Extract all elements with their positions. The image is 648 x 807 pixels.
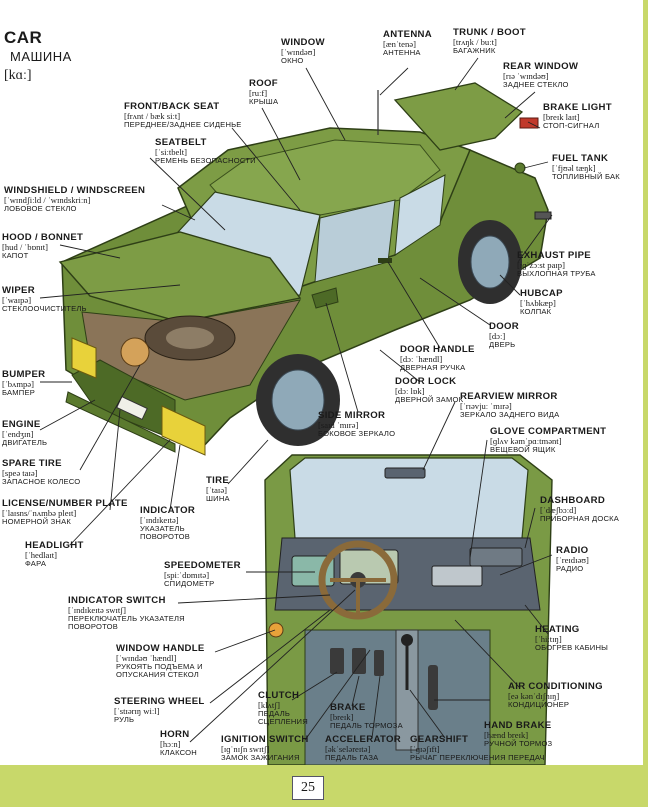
page-number: 25 [292,776,324,800]
label-antenna: ANTENNA[ænˈtenə]АНТЕННА [383,29,433,58]
label-rear-window: REAR WINDOW[rɪə ˈwɪndəʊ]ЗАДНЕЕ СТЕКЛО [503,61,579,90]
label-ignition-switch: IGNITION SWITCH[ɪɡˈnɪʃn swɪtʃ]ЗАМОК ЗАЖИ… [221,734,309,763]
label-heating: HEATING[ˈhiːtɪŋ]ОБОГРЕВ КАБИНЫ [535,624,609,653]
label-license-plate: LICENSE/NUMBER PLATE[ˈlaɪsns/ˈnʌmbə pleɪ… [2,498,128,527]
page-title-ru: МАШИНА [10,49,72,64]
label-headlight: HEADLIGHT[ˈhedlaɪt]ФАРА [25,540,84,569]
label-dashboard: DASHBOARD[ˈdæʃbɔːd]ПРИБОРНАЯ ДОСКА [540,495,620,524]
label-glove-compartment: GLOVE COMPARTMENT[ɡlʌv kəmˈpɑːtmənt]ВЕЩЕ… [490,426,607,455]
label-rearview-mirror: REARVIEW MIRROR[ˈrɪəvjuː ˈmɪrə]ЗЕРКАЛО З… [460,391,560,420]
page-title: CAR [4,28,43,47]
page-title-block: CAR МАШИНА [kɑː] [4,28,112,84]
label-spare-tire: SPARE TIRE[speə taɪə]ЗАПАСНОЕ КОЛЕСО [2,458,81,487]
label-hand-brake: HAND BRAKE[hænd breɪk]РУЧНОЙ ТОРМОЗ [484,720,553,749]
label-steering-wheel: STEERING WHEEL[ˈstɪərɪŋ wiːl]РУЛЬ [114,696,205,725]
label-hood: HOOD / BONNET[hud / ˈbɒnɪt]КАПОТ [2,232,84,261]
label-side-mirror: SIDE MIRROR[saɪd ˈmɪrə]БОКОВОЕ ЗЕРКАЛО [318,410,396,439]
car-illustration [39,57,553,765]
label-radio: RADIO[ˈreɪdɪəʊ]РАДИО [556,545,589,574]
label-horn: HORN[hɔːn]КЛАКСОН [160,729,197,758]
label-door-lock: DOOR LOCK[dɔː lɒk]ДВЕРНОЙ ЗАМОК [395,376,464,405]
leader-lines [39,57,553,743]
label-window-handle: WINDOW HANDLE[ˈwɪndəʊ ˈhændl]РУКОЯТЬ ПОД… [116,643,205,680]
label-hubcap: HUBCAP[ˈhʌbkæp]КОЛПАК [520,288,563,317]
label-indicator: INDICATOR[ˈɪndɪkeɪtə]УКАЗАТЕЛЬ ПОВОРОТОВ [140,505,196,542]
car-exterior [58,82,552,456]
side-accent-strip [643,0,648,807]
label-door: DOOR[dɔː]ДВЕРЬ [489,321,519,350]
label-fuel-tank: FUEL TANK[ˈfjʊəl tæŋk]ТОПЛИВНЫЙ БАК [552,153,620,182]
label-bumper: BUMPER[ˈbʌmpə]БАМПЕР [2,369,46,398]
label-seatbelt: SEATBELT[ˈsiːtbelt]РЕМЕНЬ БЕЗОПАСНОСТИ [155,137,256,166]
label-roof: ROOF[ruːf]КРЫША [249,78,279,107]
label-clutch: CLUTCH[klʌtʃ]ПЕДАЛЬ СЦЕПЛЕНИЯ [258,690,308,727]
label-tire: TIRE[ˈtaɪə]ШИНА [206,475,230,504]
car-interior [264,454,553,765]
label-windshield: WINDSHIELD / WINDSCREEN[ˈwɪndʃiːld / ˈwɪ… [4,185,146,214]
label-brake-light: BRAKE LIGHT[breɪk laɪt]СТОП-СИГНАЛ [543,102,612,131]
label-air-conditioning: AIR CONDITIONING[eə kənˈdɪʃnɪŋ]КОНДИЦИОН… [508,681,603,710]
label-speedometer: SPEEDOMETER[spiːˈdɒmɪtə]СПИДОМЕТР [164,560,241,589]
label-accelerator: ACCELERATOR[əkˈseləreɪtə]ПЕДАЛЬ ГАЗА [325,734,401,763]
page-title-transcription: [kɑː] [4,68,32,83]
label-wiper: WIPER[ˈwaɪpə]СТЕКЛООЧИСТИТЕЛЬ [2,285,87,314]
label-trunk: TRUNK / BOOT[trʌŋk / buːt]БАГАЖНИК [453,27,526,56]
bottom-band [0,765,648,807]
label-front-back-seat: FRONT/BACK SEAT[frʌnt / bæk siːt]ПЕРЕДНЕ… [124,101,242,130]
label-brake: BRAKE[breɪk]ПЕДАЛЬ ТОРМОЗА [330,702,403,731]
label-indicator-switch: INDICATOR SWITCH[ˈɪndɪkeɪtə swɪtʃ]ПЕРЕКЛ… [68,595,185,632]
label-door-handle: DOOR HANDLE[dɔː ˈhændl]ДВЕРНАЯ РУЧКА [400,344,475,373]
label-window: WINDOW[ˈwɪndəʊ]ОКНО [281,37,325,66]
label-gearshift: GEARSHIFT[ˈɡɪəʃɪft]РЫЧАГ ПЕРЕКЛЮЧЕНИЯ ПЕ… [410,734,545,763]
label-engine: ENGINE[ˈendʒɪn]ДВИГАТЕЛЬ [2,419,48,448]
label-exhaust-pipe: EXHAUST PIPE[ɪɡˈzɔːst paɪp]ВЫХЛОПНАЯ ТРУ… [517,250,596,279]
